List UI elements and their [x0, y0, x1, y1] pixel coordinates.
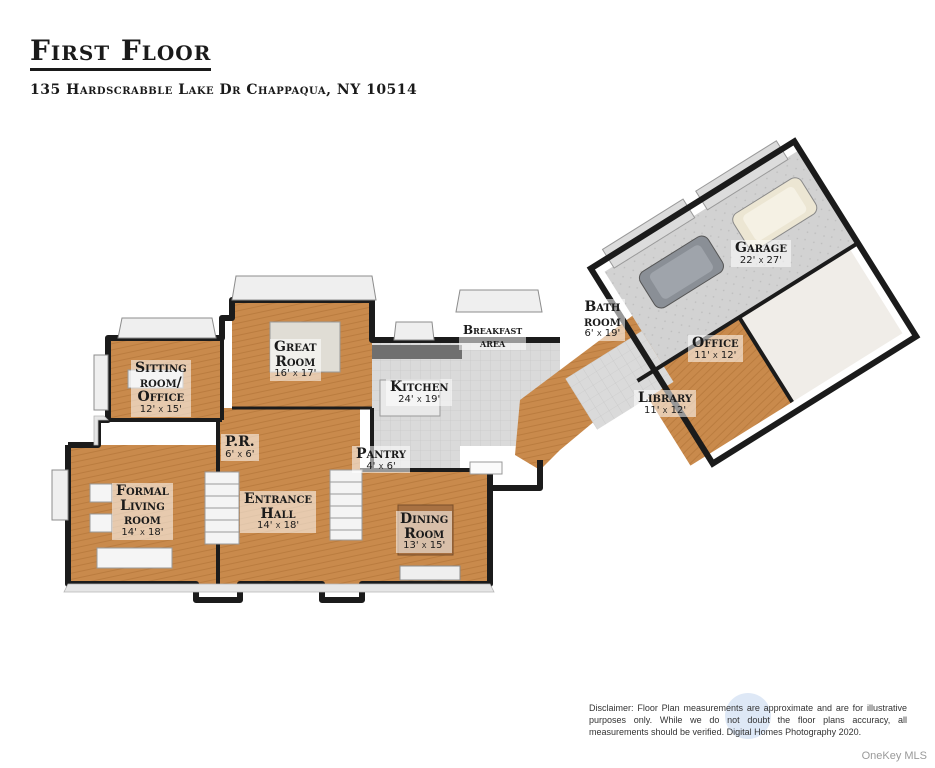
dining-name-1: Dining — [400, 511, 449, 527]
room-label-breakfast: Breakfast area — [459, 323, 527, 351]
entrance-hall-name-2: Hall — [260, 505, 296, 522]
stairs — [204, 469, 363, 545]
wall-faces — [63, 415, 495, 593]
armchair-1 — [89, 483, 113, 503]
formal-living-dim: 14' x 18' — [121, 527, 164, 539]
kitchen-dim: 24' x 19' — [398, 393, 441, 405]
kitchen-counter — [372, 345, 462, 359]
room-label-office: Office 11' x 12' — [688, 335, 743, 363]
bath-room-dim: 6' x 19' — [584, 328, 621, 340]
room-label-sitting-room: Sitting room/ Office 12' x 15' — [131, 360, 191, 417]
great-room-dim: 16' x 17' — [274, 368, 317, 380]
sitting-room-name-3: Office — [137, 389, 185, 406]
bath-room-name-2: room — [584, 313, 621, 330]
room-label-formal-living: Formal Living room 14' x 18' — [112, 483, 173, 540]
entrance-hall-dim: 14' x 18' — [256, 520, 300, 532]
dining-name-2: Room — [404, 525, 445, 542]
entrance-hall-name-1: Entrance — [244, 491, 313, 507]
room-label-great-room: Great Room 16' x 17' — [270, 339, 321, 381]
breakfast-name-1: Breakfast — [463, 323, 523, 337]
formal-living-name-2: Living — [120, 497, 165, 514]
room-label-garage: Garage 22' x 27' — [731, 240, 791, 268]
office-floor — [637, 317, 793, 466]
sitting-room-dim: 12' x 15' — [139, 404, 182, 416]
breakfast-name-2: area — [480, 335, 506, 350]
pantry-name: Pantry — [356, 446, 407, 462]
pr-dim: 6' x 6' — [225, 448, 255, 460]
library-name: Library — [638, 390, 693, 406]
great-room-name-2: Room — [275, 353, 316, 370]
room-label-dining: Dining Room 13' x 15' — [396, 511, 453, 553]
formal-living-name-3: room — [124, 512, 161, 529]
pantry-dim: 4' x 6' — [366, 460, 396, 472]
garage-wing — [565, 137, 921, 468]
room-label-bath-room: Bath room 6' x 19' — [580, 299, 625, 341]
room-label-kitchen: Kitchen 24' x 19' — [386, 379, 453, 407]
formal-living-name-1: Formal — [116, 483, 169, 499]
library-dim: 11' x 12' — [644, 404, 687, 416]
disclaimer-text: Disclaimer: Floor Plan measurements are … — [589, 703, 907, 737]
room-label-entrance-hall: Entrance Hall 14' x 18' — [240, 491, 317, 533]
garage-name: Garage — [735, 240, 787, 256]
garage-dim: 22' x 27' — [739, 254, 783, 266]
office-dim: 11' x 12' — [694, 349, 737, 361]
library-floor — [739, 248, 903, 403]
sitting-room-name-2: room/ — [139, 374, 182, 391]
sitting-room-name-1: Sitting — [135, 360, 187, 376]
sofa — [96, 547, 173, 569]
armchair-2 — [89, 513, 113, 533]
room-label-pantry: Pantry 4' x 6' — [352, 446, 411, 474]
room-label-pr: P.R. 6' x 6' — [221, 434, 259, 462]
great-room-name-1: Great — [274, 339, 317, 355]
photographer-seal — [725, 693, 771, 739]
washer-dryer — [469, 461, 503, 475]
bath-room-name-1: Bath — [584, 299, 621, 315]
floor-title: First Floor — [30, 34, 212, 71]
pr-name: P.R. — [225, 434, 255, 450]
windows — [51, 275, 543, 581]
room-label-library: Library 11' x 12' — [634, 390, 697, 418]
kitchen-name: Kitchen — [390, 379, 449, 395]
property-address: 135 Hardscrabble Lake Dr Chappaqua, NY 1… — [30, 82, 418, 98]
kitchen-floor — [372, 340, 560, 470]
dining-dim: 13' x 15' — [403, 540, 446, 552]
mls-watermark: OneKey MLS — [861, 750, 927, 762]
office-name: Office — [692, 335, 739, 351]
